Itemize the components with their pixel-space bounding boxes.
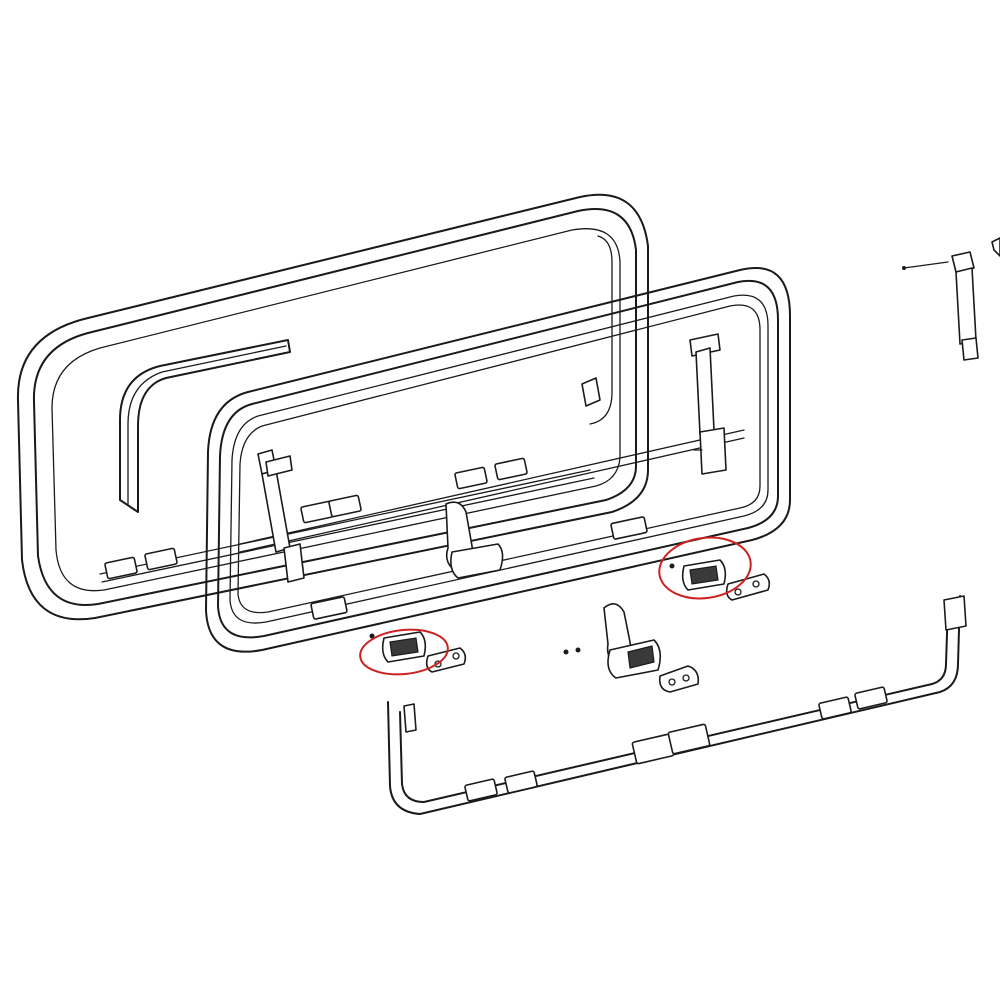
bottom-hinge-rail	[387, 595, 967, 815]
outer-window-frame	[16, 193, 649, 621]
latch-clip-right	[669, 559, 771, 601]
highlight-ellipse-left	[359, 628, 449, 676]
stay-arm-right	[689, 333, 727, 475]
sash-center-latch	[445, 501, 504, 579]
highlight-ellipse-right	[658, 536, 752, 600]
stay-arm-left	[257, 449, 305, 583]
stay-arm-assembly	[902, 237, 1000, 361]
latch-clip-left	[369, 631, 467, 673]
window-sash-frame	[205, 267, 791, 653]
center-latch-handle	[563, 603, 700, 693]
